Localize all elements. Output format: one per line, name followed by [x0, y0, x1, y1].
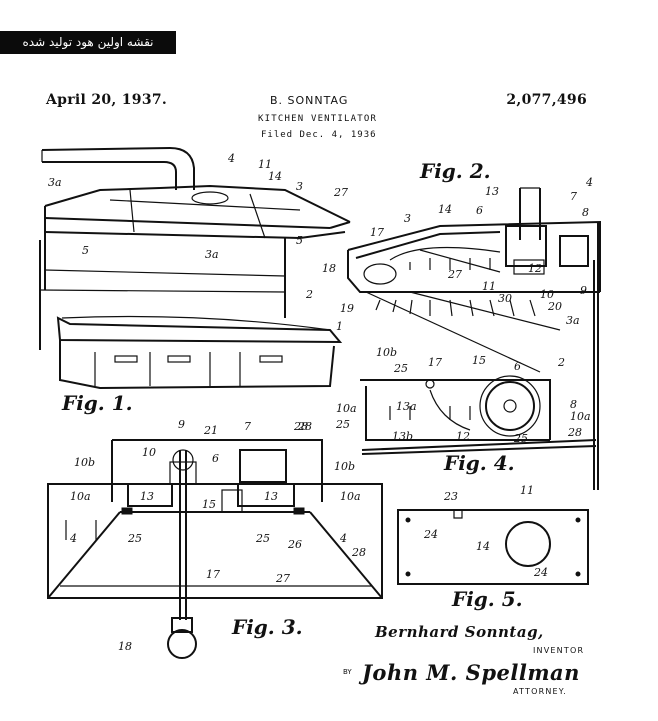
fig3-drawing	[47, 439, 383, 659]
fig4-refs: 10b 25 17 15 6 8 10a 13a 10a 28 25 13b 1…	[293, 346, 591, 475]
ref-10b: 10b	[376, 346, 397, 359]
ref-13a: 13a	[396, 400, 417, 413]
ref-3a: 3a	[566, 314, 580, 327]
ref-17: 17	[206, 568, 220, 581]
patent-number: 2,077,496	[506, 92, 587, 108]
by-label: BY	[343, 668, 352, 676]
ref-8: 8	[570, 398, 577, 411]
ref-20: 20	[547, 300, 562, 313]
ref-25-c: 25	[513, 432, 528, 445]
ref-21: 21	[203, 424, 218, 437]
ref-28-b: 28	[351, 546, 366, 559]
patent-filed-date: Filed Dec. 4, 1936	[261, 130, 377, 140]
fig5-drawing	[397, 509, 589, 585]
ref-18: 18	[118, 640, 132, 653]
ref-10a: 10a	[570, 410, 591, 423]
ref-28-b: 28	[567, 426, 582, 439]
fig2-label: Fig. 2.	[419, 159, 491, 183]
patent-inventor-name: B. SONNTAG	[270, 94, 349, 107]
ref-13b: 13b	[392, 430, 413, 443]
inventor-signature: Bernhard Sonntag,	[375, 623, 544, 641]
ref-6: 6	[476, 204, 483, 217]
ref-30: 30	[498, 292, 512, 305]
ref-13-b: 13	[264, 490, 278, 503]
ref-10a-b: 10a	[340, 490, 361, 503]
ref-11: 11	[520, 484, 534, 497]
ref-2: 2	[557, 356, 565, 369]
ref-2: 2	[305, 288, 313, 301]
ref-7: 7	[244, 420, 251, 433]
ref-4-b: 4	[339, 532, 347, 545]
ref-25-b: 25	[255, 532, 270, 545]
fig5-label: Fig. 5.	[451, 587, 523, 611]
ref-4: 4	[585, 176, 593, 189]
ref-6: 6	[514, 360, 521, 373]
fig3-refs: 9 21 10 6 7 10b 10b 28 10a 13 13 15 10a …	[69, 418, 366, 653]
fig4-drawing	[360, 375, 597, 455]
ref-3a: 3a	[48, 176, 62, 189]
ref-17: 17	[370, 226, 384, 239]
ref-13: 13	[485, 185, 499, 198]
ref-17: 17	[428, 356, 442, 369]
ref-10: 10	[540, 288, 554, 301]
ref-10b-b: 10b	[334, 460, 355, 473]
ref-15: 15	[202, 498, 216, 511]
ref-28: 28	[297, 420, 312, 433]
ref-27: 27	[447, 268, 462, 281]
ref-12: 12	[456, 430, 470, 443]
ref-13: 13	[140, 490, 154, 503]
patent-title: KITCHEN VENTILATOR	[258, 114, 378, 124]
fig5-refs: 23 11 24 14 24 Fig. 5.	[423, 484, 548, 611]
ref-3: 3	[296, 180, 303, 193]
fig1-label: Fig. 1.	[61, 391, 133, 415]
ref-9: 9	[178, 418, 185, 431]
ref-10: 10	[142, 446, 156, 459]
ref-5: 5	[82, 244, 89, 257]
inventor-label: INVENTOR	[533, 646, 585, 655]
ref-6: 6	[212, 452, 219, 465]
ref-14: 14	[476, 540, 490, 553]
ref-7: 7	[570, 190, 577, 203]
ref-24: 24	[423, 528, 438, 541]
attorney-signature: John M. Spellman	[362, 660, 580, 685]
ref-9: 9	[580, 284, 587, 297]
fig1-refs: 4 11 14 3 27 3a 5 5 3a 2 1 Fig. 1.	[48, 152, 348, 415]
ref-27: 27	[333, 186, 348, 199]
ref-11: 11	[482, 280, 496, 293]
ref-3: 3	[404, 212, 411, 225]
ref-28: 28	[293, 420, 308, 433]
fig2-drawing	[347, 187, 601, 490]
ref-19: 19	[340, 302, 354, 315]
ref-4: 4	[227, 152, 235, 165]
fig2-refs: Fig. 2. 13 4 7 8 14 6 3 17 18 27 12 11 3…	[322, 159, 593, 369]
ref-3a-b: 3a	[205, 248, 219, 261]
ref-25-b: 25	[335, 418, 350, 431]
ref-25: 25	[393, 362, 408, 375]
ref-8: 8	[582, 206, 589, 219]
attorney-label: ATTORNEY.	[513, 687, 567, 696]
ref-26: 26	[287, 538, 302, 551]
ref-11: 11	[258, 158, 272, 171]
caption-badge: نقشه اولین هود تولید شده	[0, 31, 176, 54]
ref-27: 27	[275, 572, 290, 585]
ref-23: 23	[443, 490, 458, 503]
ref-10a: 10a	[70, 490, 91, 503]
patent-date: April 20, 1937.	[46, 92, 168, 108]
fig4-label: Fig. 4.	[443, 451, 515, 475]
ref-25: 25	[127, 532, 142, 545]
ref-24-b: 24	[533, 566, 548, 579]
fig1-drawing	[39, 146, 351, 390]
fig3-label: Fig. 3.	[231, 615, 303, 639]
ref-10a-b: 10a	[336, 402, 357, 415]
ref-12: 12	[528, 262, 542, 275]
ref-18: 18	[322, 262, 336, 275]
ref-5b: 5	[296, 234, 303, 247]
ref-1: 1	[336, 320, 343, 333]
ref-14: 14	[438, 203, 452, 216]
ref-4: 4	[69, 532, 77, 545]
ref-14: 14	[268, 170, 282, 183]
ref-10b: 10b	[74, 456, 95, 469]
ref-15: 15	[472, 354, 486, 367]
